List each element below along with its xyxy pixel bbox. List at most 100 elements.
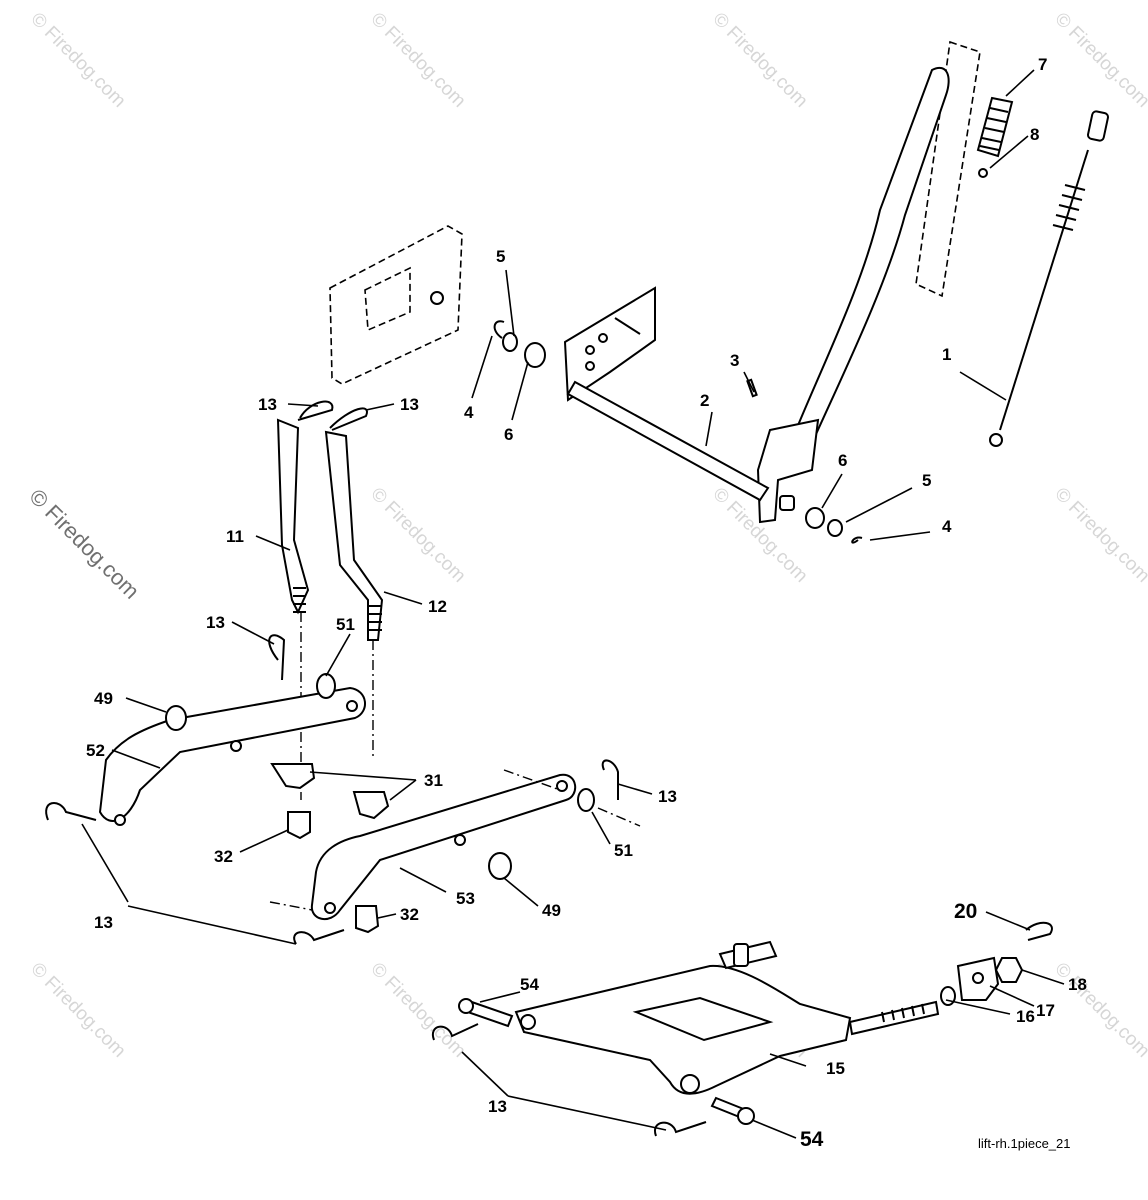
callout-1: 1 <box>942 345 951 364</box>
watermark: © Firedog.com <box>26 9 129 112</box>
callouts: 1 2 3 4 4 5 5 6 6 7 8 11 12 13 13 13 13 … <box>86 55 1087 1151</box>
watermark: © Firedog.com <box>1050 484 1148 587</box>
hair-pin-clip <box>45 802 97 821</box>
arm-hole <box>346 700 358 712</box>
callout-6: 6 <box>504 425 513 444</box>
lift-link-12 <box>324 430 384 641</box>
lift-lever-assembly <box>756 40 981 524</box>
callout-5: 5 <box>496 247 505 266</box>
link-11-thread <box>293 587 306 613</box>
callout-53: 53 <box>456 889 475 908</box>
hair-pin-clip <box>653 1121 707 1137</box>
callout-4: 4 <box>942 517 952 536</box>
arm-hole <box>324 902 336 914</box>
callout-32: 32 <box>214 847 233 866</box>
arm-hole <box>114 814 126 826</box>
callout-13: 13 <box>206 613 225 632</box>
cross-shaft <box>566 380 770 502</box>
bushing-right <box>805 507 825 529</box>
callout-18: 18 <box>1068 975 1087 994</box>
grip-pin <box>978 168 988 178</box>
callout-4: 4 <box>464 403 474 422</box>
plate-hole <box>585 361 595 371</box>
callout-15: 15 <box>826 1059 845 1078</box>
plate-hole <box>598 333 608 343</box>
plate-slot <box>614 317 641 335</box>
reference-code: lift-rh.1piece_21 <box>978 1136 1071 1151</box>
center-line <box>503 769 561 791</box>
lift-links <box>268 400 384 800</box>
callout-51: 51 <box>614 841 633 860</box>
callout-20: 20 <box>954 900 977 923</box>
e-clip-right <box>851 536 863 544</box>
callout-49: 49 <box>94 689 113 708</box>
hair-pin-clip <box>297 400 334 421</box>
arm-hole <box>556 780 568 792</box>
callout-32: 32 <box>400 905 419 924</box>
shaft-collar <box>733 943 749 967</box>
callout-3: 3 <box>730 351 739 370</box>
watermark: © Firedog.com <box>1050 9 1148 112</box>
lift-arm-52 <box>98 686 366 822</box>
bushing-left <box>524 342 546 368</box>
shaft-end <box>779 495 795 511</box>
lift-arm-53 <box>310 773 576 920</box>
rod-end <box>989 433 1003 447</box>
grip-sleeve <box>976 96 1014 158</box>
plate-hole <box>585 345 595 355</box>
washer-51 <box>577 788 595 812</box>
right-lift-arm <box>269 759 641 945</box>
clevis-pin-head <box>458 998 474 1014</box>
trunnion-31-left <box>270 763 316 790</box>
watermark: © Firedog.com <box>366 959 469 1062</box>
frame-detail <box>364 266 411 332</box>
washer-49 <box>488 852 512 880</box>
callout-31: 31 <box>424 771 443 790</box>
watermark: © Firedog.com <box>1050 959 1148 1062</box>
nut-32-left <box>287 811 311 840</box>
center-line <box>597 807 641 827</box>
watermark: © Firedog.com <box>708 9 811 112</box>
callout-8: 8 <box>1030 125 1039 144</box>
rod-shaft <box>999 149 1089 431</box>
lever-handle-outline <box>915 40 981 298</box>
clevis-pin-head <box>737 1107 755 1125</box>
spring-rod <box>989 110 1109 447</box>
arm-hole <box>230 740 242 752</box>
callout-13: 13 <box>658 787 677 806</box>
callout-13: 13 <box>488 1097 507 1116</box>
e-clip-left <box>493 320 505 339</box>
trunnion-31-right <box>352 791 390 820</box>
bolt-thread <box>881 1003 925 1023</box>
callout-51: 51 <box>336 615 355 634</box>
hair-pin-clip-20 <box>1025 921 1053 941</box>
nut-18 <box>994 957 1024 983</box>
lift-link-11 <box>276 418 310 615</box>
hair-pin-clip <box>268 634 286 681</box>
callout-13: 13 <box>258 395 277 414</box>
frame-reference <box>329 225 463 385</box>
rod-spring <box>1052 184 1086 231</box>
washer-51 <box>316 673 336 699</box>
callout-6: 6 <box>838 451 847 470</box>
hair-pin-clip <box>601 759 619 800</box>
washer-right <box>827 519 843 537</box>
hair-pin-clip <box>293 929 345 945</box>
watermarks: © Firedog.com © Firedog.com © Firedog.co… <box>24 9 1148 1062</box>
callout-7: 7 <box>1038 55 1047 74</box>
grip-ribs <box>979 107 1009 151</box>
link-12-thread <box>368 605 382 631</box>
nut-32-right <box>355 905 380 934</box>
washer-49 <box>165 705 187 731</box>
left-lift-arm <box>45 673 366 840</box>
cross-shaft-assembly <box>563 286 795 511</box>
hair-pin-clip <box>431 1023 479 1041</box>
swivel-hole <box>972 972 984 984</box>
arm-hole <box>454 834 466 846</box>
handle-grip <box>976 96 1014 178</box>
callout-52: 52 <box>86 741 105 760</box>
shaft-hardware <box>493 320 863 544</box>
bracket-cutout <box>632 996 774 1042</box>
watermark: © Firedog.com <box>366 484 469 587</box>
